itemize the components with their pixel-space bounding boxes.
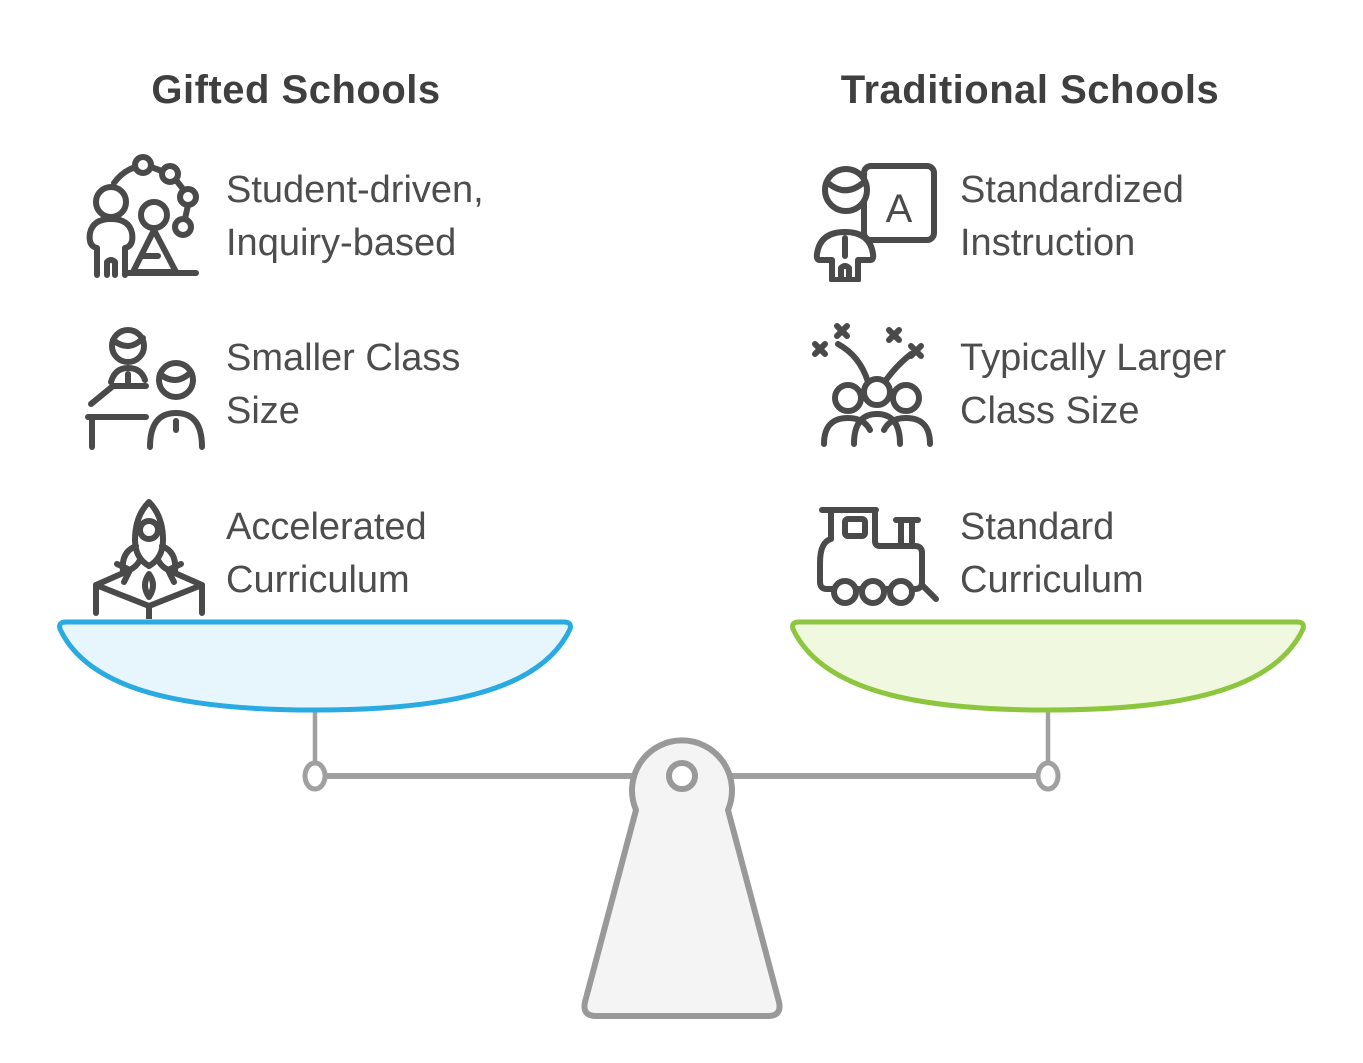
- item-text: Standardized Instruction: [960, 164, 1184, 270]
- item-text: Standard Curriculum: [960, 501, 1144, 607]
- student-network-icon: [86, 154, 199, 278]
- gifted-schools-title: Gifted Schools: [151, 68, 441, 112]
- item-line: Smaller Class: [226, 337, 461, 379]
- item-line: Inquiry-based: [226, 222, 457, 264]
- item-line: Curriculum: [960, 559, 1144, 601]
- teacher-board-icon: A: [813, 163, 937, 282]
- train-icon: [817, 507, 939, 606]
- teacher-desk-icon: [85, 327, 205, 450]
- fulcrum-pivot-hole: [666, 760, 698, 792]
- item-text: Student-driven, Inquiry-based: [226, 164, 484, 270]
- item-line: Instruction: [960, 222, 1136, 264]
- item-line: Student-driven,: [226, 169, 484, 211]
- item-line: Size: [226, 390, 300, 432]
- item-line: Standard: [960, 506, 1115, 548]
- list-item: Smaller Class Size: [84, 318, 460, 452]
- item-text: Typically Larger Class Size: [960, 332, 1226, 438]
- item-text: Accelerated Curriculum: [226, 501, 427, 607]
- item-line: Curriculum: [226, 559, 410, 601]
- balance-scale: [57, 619, 1306, 1019]
- list-item: Typically Larger Class Size: [812, 318, 1226, 452]
- left-beam-ring: [302, 760, 328, 792]
- list-item: Student-driven, Inquiry-based: [84, 150, 484, 284]
- rocket-launch-icon: [93, 499, 205, 619]
- fulcrum-pedestal: [581, 737, 783, 1019]
- traditional-pan: [790, 619, 1306, 713]
- gifted-pan: [57, 619, 573, 713]
- item-line: Standardized: [960, 169, 1184, 211]
- list-item: A Standardized Instruction: [812, 150, 1184, 284]
- item-text: Smaller Class Size: [226, 332, 460, 438]
- traditional-schools-title: Traditional Schools: [840, 68, 1220, 112]
- crowd-confetti-icon: [812, 323, 933, 447]
- item-line: Accelerated: [226, 506, 427, 548]
- board-letter: A: [886, 187, 913, 231]
- list-item: Accelerated Curriculum: [84, 487, 427, 621]
- item-line: Class Size: [960, 390, 1140, 432]
- right-beam-ring: [1035, 760, 1061, 792]
- item-line: Typically Larger: [960, 337, 1227, 379]
- list-item: Standard Curriculum: [812, 487, 1144, 621]
